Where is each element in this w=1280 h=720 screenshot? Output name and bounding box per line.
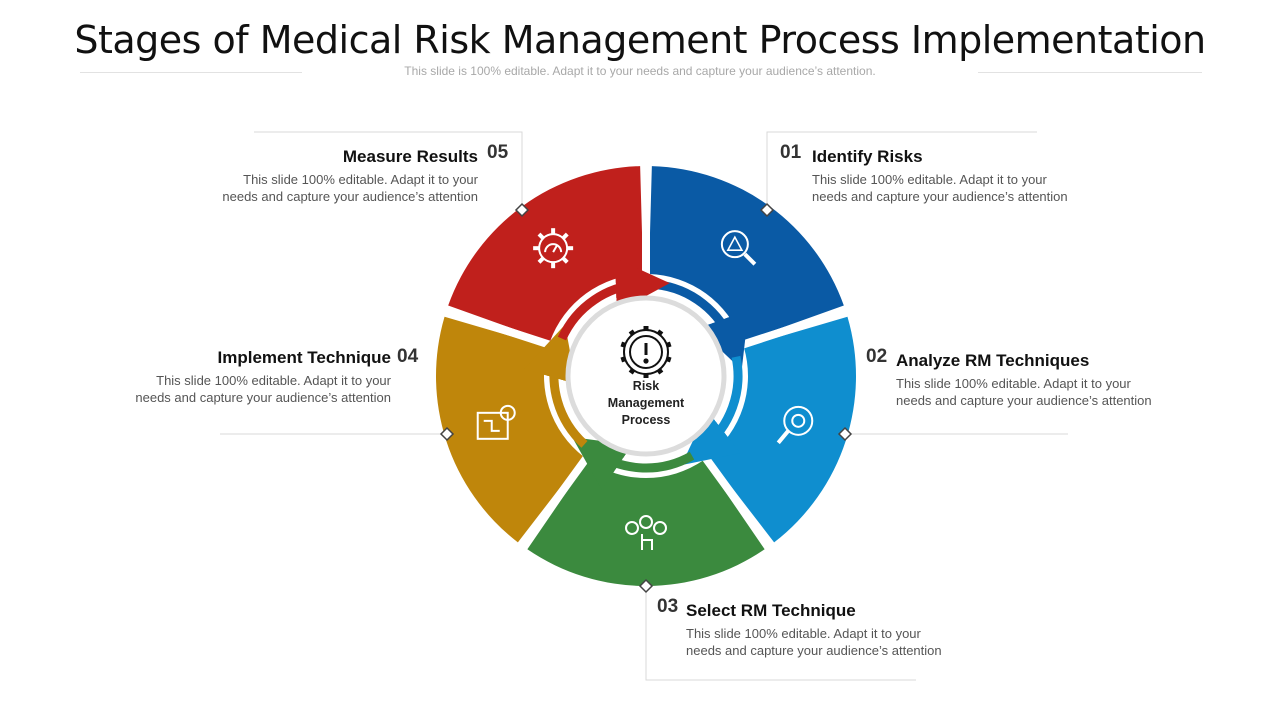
stage-description-line: needs and capture your audience’s attent… <box>812 189 1068 204</box>
magnifier-gear-icon <box>776 405 814 445</box>
page-subtitle: This slide is 100% editable. Adapt it to… <box>404 64 876 78</box>
wedge-measure-results <box>448 166 644 342</box>
callout-diamond-marker <box>638 578 654 594</box>
stage-select-rm-technique: Select RM Technique This slide 100% edit… <box>686 601 1006 659</box>
magnifier-alert-icon <box>720 230 757 266</box>
stage-description: This slide 100% editable. Adapt it to yo… <box>70 372 391 406</box>
stage-implement-technique: Implement Technique This slide 100% edit… <box>70 348 391 406</box>
callout-diamond-marker <box>439 426 455 442</box>
people-select-icon <box>625 515 667 550</box>
title-divider-right <box>978 72 1202 73</box>
callout-line <box>766 131 1037 210</box>
flow-arrow <box>524 324 588 448</box>
stage-title: Select RM Technique <box>686 601 856 620</box>
callout-line <box>645 586 916 681</box>
title-divider-left <box>80 72 302 73</box>
stage-description-line: needs and capture your audience’s attent… <box>135 390 391 405</box>
stage-description: This slide 100% editable. Adapt it to yo… <box>686 625 1006 659</box>
flow-arrow <box>681 355 743 466</box>
stage-description: This slide 100% editable. Adapt it to yo… <box>157 171 478 205</box>
flow-arrow <box>557 258 670 341</box>
stage-description-line: This slide 100% editable. Adapt it to yo… <box>156 373 391 388</box>
center-label: Risk Management Process <box>596 378 696 429</box>
stage-description-line: This slide 100% editable. Adapt it to yo… <box>243 172 478 187</box>
stage-description-line: This slide 100% editable. Adapt it to yo… <box>686 626 921 641</box>
stage-title: Analyze RM Techniques <box>896 351 1090 370</box>
gear-gauge-icon <box>533 228 574 269</box>
alert-gear-icon <box>620 326 672 378</box>
stage-number: 03 <box>657 596 679 617</box>
wedge-select-rm-technique <box>527 460 765 587</box>
stage-identify-risks: Identify Risks This slide 100% editable.… <box>812 147 1132 205</box>
flow-arrow <box>572 437 695 490</box>
center-label-line: Process <box>621 413 671 427</box>
stage-description: This slide 100% editable. Adapt it to yo… <box>812 171 1132 205</box>
stage-number: 04 <box>397 346 419 367</box>
stage-title: Identify Risks <box>812 147 923 166</box>
stage-number: 01 <box>780 142 802 163</box>
blueprint-gear-icon <box>476 404 516 440</box>
page-title: Stages of Medical Risk Management Proces… <box>74 18 1206 62</box>
stage-description-line: needs and capture your audience’s attent… <box>896 393 1152 408</box>
stage-number: 02 <box>866 346 888 367</box>
callout-line <box>254 131 523 210</box>
stage-description-line: This slide 100% editable. Adapt it to yo… <box>896 376 1131 391</box>
callout-connectors <box>220 131 1068 681</box>
stage-description-line: needs and capture your audience’s attent… <box>222 189 478 204</box>
stage-title: Implement Technique <box>217 348 392 367</box>
stage-analyze-rm-techniques: Analyze RM Techniques This slide 100% ed… <box>896 351 1216 409</box>
stage-description-line: This slide 100% editable. Adapt it to yo… <box>812 172 1047 187</box>
callout-diamond-marker <box>837 426 853 442</box>
wedge-implement-technique <box>435 316 584 543</box>
stage-title: Measure Results <box>342 147 478 166</box>
callout-diamond-marker <box>759 202 775 218</box>
center-label-line: Risk <box>632 379 660 393</box>
center-label-line: Management <box>607 396 685 410</box>
stage-description: This slide 100% editable. Adapt it to yo… <box>896 375 1216 409</box>
stage-description-line: needs and capture your audience’s attent… <box>686 643 942 658</box>
inner-ring <box>524 258 749 490</box>
wedge-analyze-rm-techniques <box>708 316 856 543</box>
stage-number: 05 <box>487 142 509 163</box>
callout-diamond-marker <box>514 202 530 218</box>
stage-measure-results: Measure Results This slide 100% editable… <box>157 147 478 205</box>
